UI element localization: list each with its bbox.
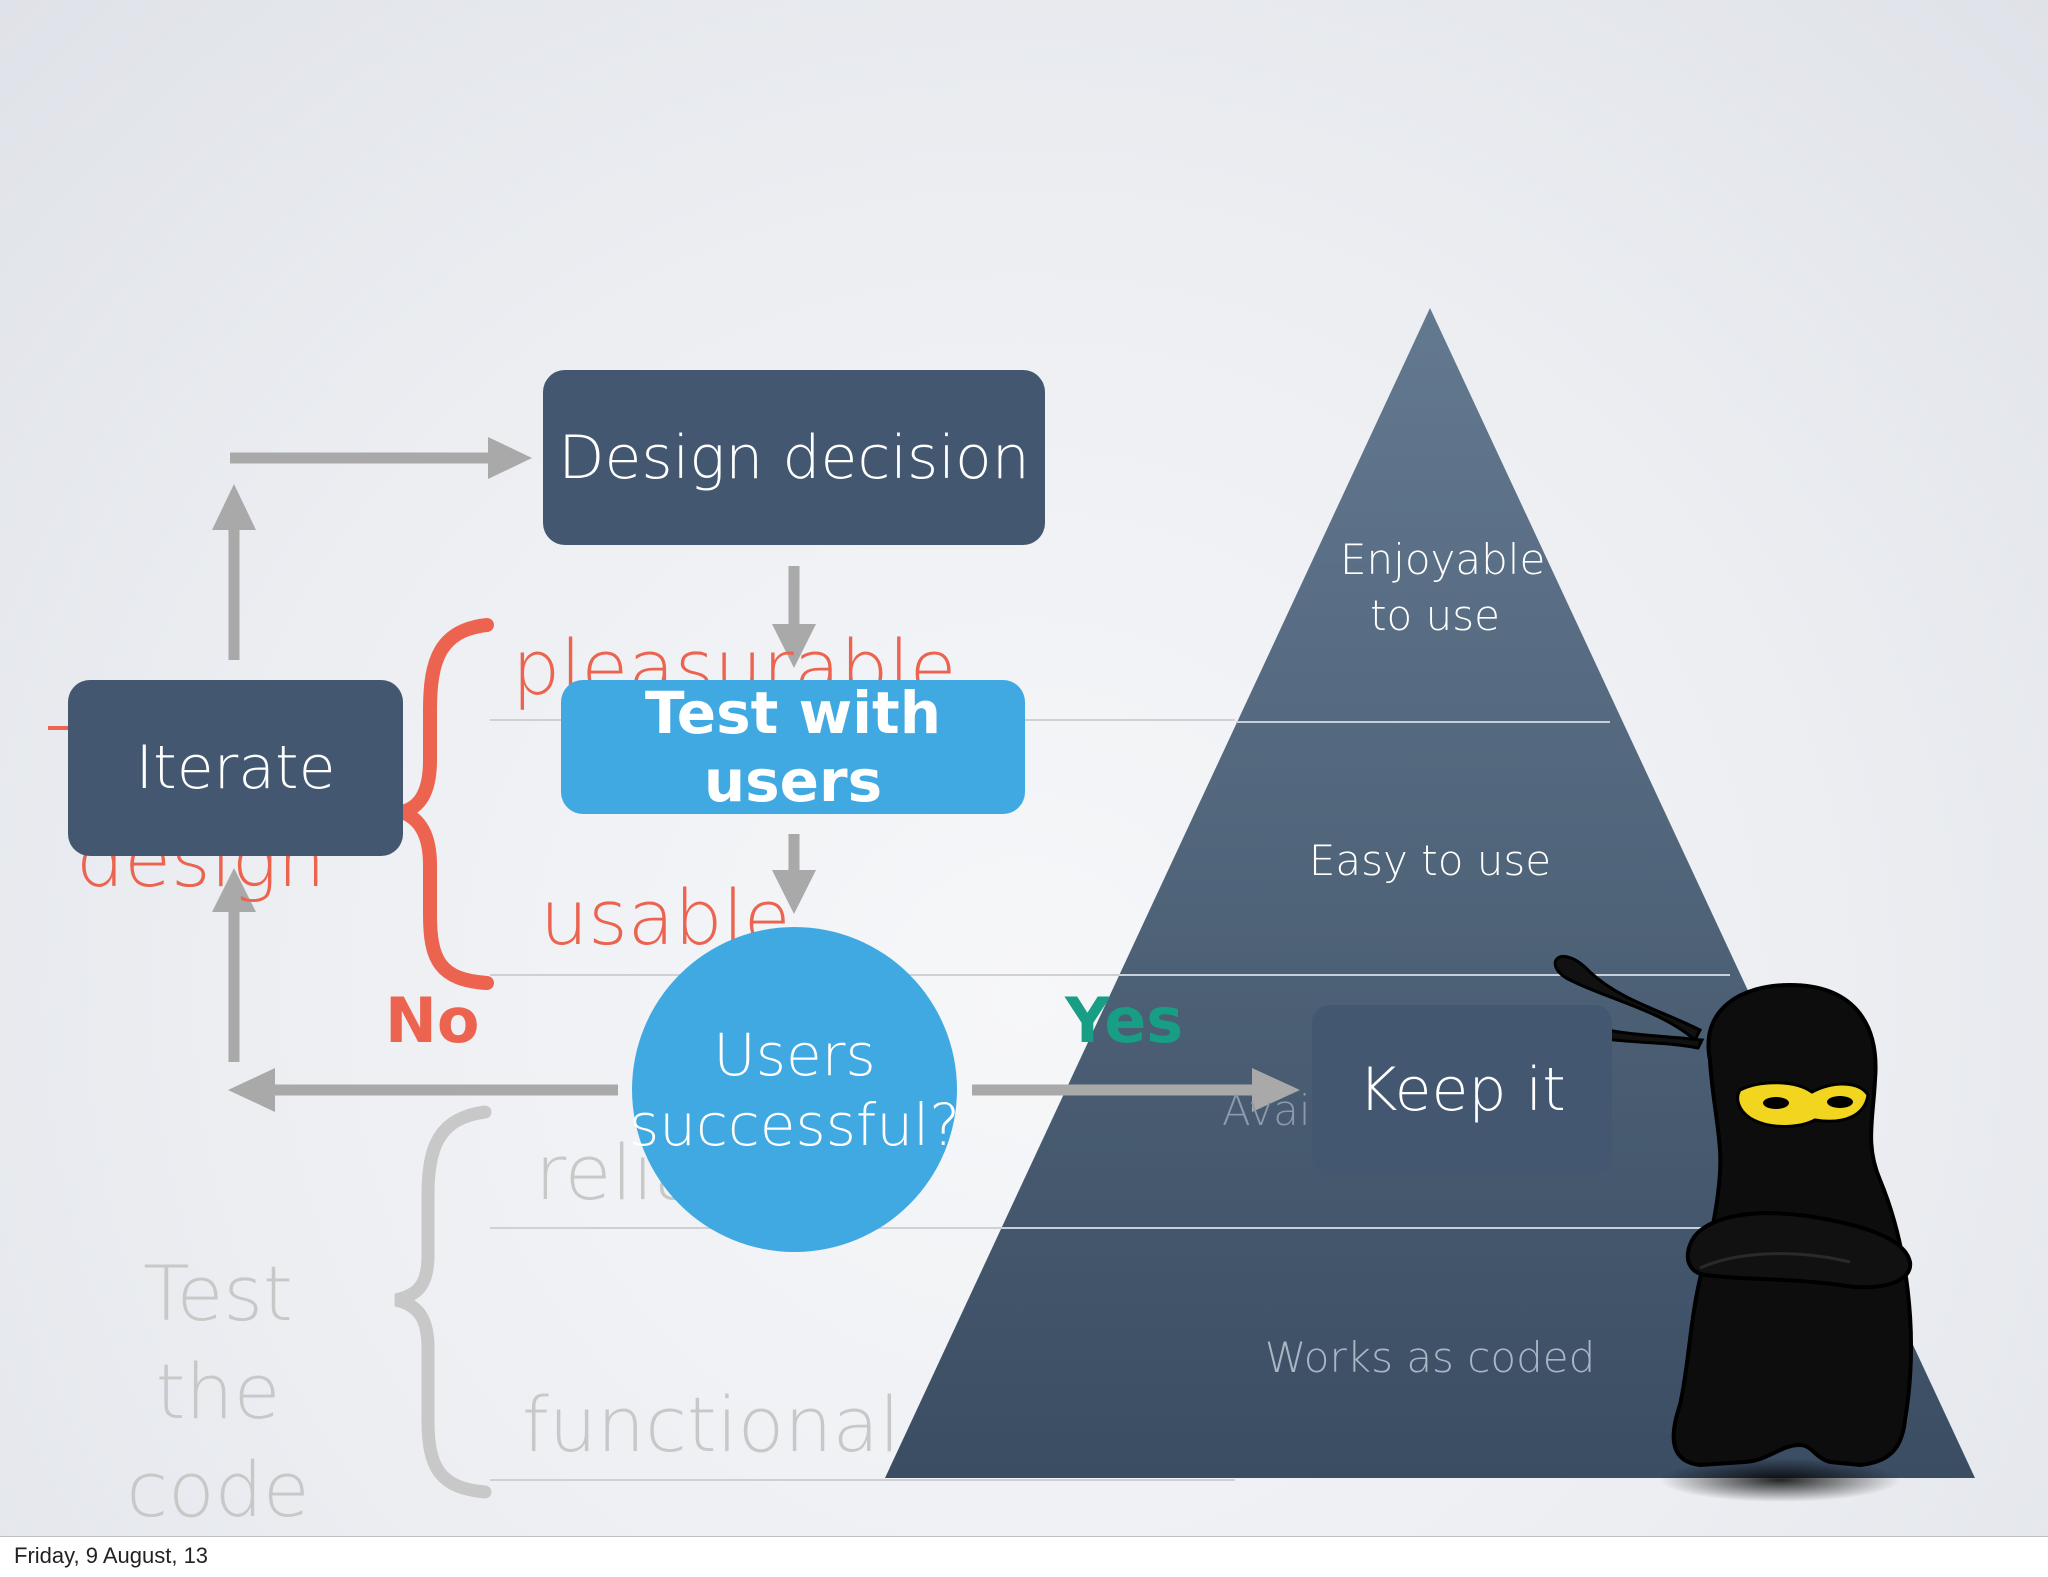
pyramid-level-enjoyable: Enjoyable to use xyxy=(1340,535,1546,640)
slide: pleasurable usable relia functional desi… xyxy=(0,0,2048,1536)
ninja-mascot xyxy=(1545,954,1913,1502)
pyramid xyxy=(885,308,1975,1478)
footer-bar: Friday, 9 August, 13 xyxy=(0,1536,2048,1577)
red-brace xyxy=(378,618,494,990)
keep-it-box: Keep it xyxy=(1312,1005,1612,1175)
yes-label: Yes xyxy=(1065,984,1184,1057)
test-with-users-box: Test with users xyxy=(561,679,1025,815)
users-successful-circle: Users successful? xyxy=(629,927,960,1252)
word-test-the-code: Test the code xyxy=(126,1249,310,1534)
pyramid-level-avail-partial: Avail xyxy=(1222,1086,1323,1135)
word-functional: functional xyxy=(522,1380,901,1469)
pyramid-level-works: Works as coded xyxy=(1264,1333,1596,1382)
gray-brace xyxy=(394,1105,492,1499)
design-decision-box: Design decision xyxy=(543,370,1045,545)
footer-date: Friday, 9 August, 13 xyxy=(14,1543,209,1568)
pyramid-level-easy: Easy to use xyxy=(1308,836,1552,885)
flow-arrows xyxy=(212,437,1300,1112)
diagram-canvas xyxy=(48,308,1975,1502)
no-label: No xyxy=(385,984,480,1057)
iterate-box: Iterate xyxy=(68,680,403,856)
